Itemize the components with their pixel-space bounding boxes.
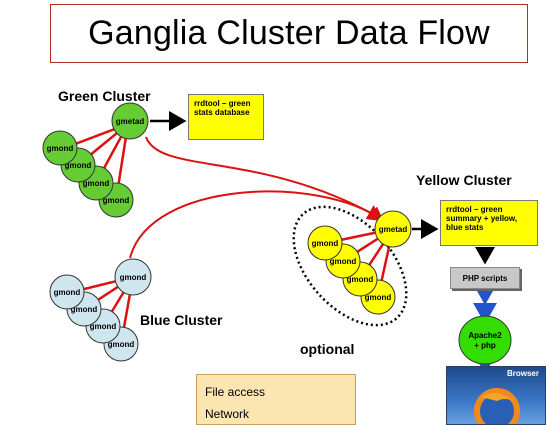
yellow-gmond-node: gmond <box>307 225 343 261</box>
svg-text:gmond: gmond <box>330 257 357 266</box>
legend: File access Network <box>196 374 356 425</box>
legend-network-label: Network <box>205 407 250 421</box>
svg-text:gmond: gmond <box>120 273 147 282</box>
svg-text:gmond: gmond <box>108 340 135 349</box>
optional-label: optional <box>300 341 355 357</box>
blue-gmond-node: gmond <box>114 258 152 296</box>
green-to-yellow-arrow <box>145 136 382 220</box>
svg-text:gmetad: gmetad <box>379 225 408 234</box>
svg-text:gmond: gmond <box>83 179 110 188</box>
apache-node: Apache2 + php <box>458 315 512 365</box>
svg-text:+ php: + php <box>474 341 496 350</box>
green-cluster-label: Green Cluster <box>58 88 151 104</box>
blue-gmond-node: gmond <box>49 274 85 310</box>
browser-panel: Browser <box>446 366 546 425</box>
svg-text:gmond: gmond <box>47 144 74 153</box>
green-gmond-node: gmond <box>42 130 78 166</box>
php-scripts-box: PHP scripts <box>450 267 520 289</box>
yellow-rrdtool-note: rrdtool – green summary + yellow, blue s… <box>440 200 538 246</box>
browser-label: Browser <box>506 369 539 378</box>
blue-cluster: gmond gmond gmond gmond gmond <box>49 258 152 362</box>
svg-text:gmond: gmond <box>312 239 339 248</box>
legend-file-access-label: File access <box>205 385 266 399</box>
svg-text:gmond: gmond <box>365 293 392 302</box>
svg-text:gmond: gmond <box>54 288 81 297</box>
green-rrdtool-note: rrdtool – green stats database <box>188 94 264 140</box>
svg-text:gmond: gmond <box>71 305 98 314</box>
title-box: Ganglia Cluster Data Flow <box>50 4 528 63</box>
green-gmetad-node: gmetad <box>111 102 149 140</box>
svg-text:gmond: gmond <box>90 322 117 331</box>
svg-text:gmond: gmond <box>65 161 92 170</box>
firefox-icon <box>474 388 520 424</box>
yellow-cluster: gmond gmond gmond gmond gmetad <box>307 210 412 315</box>
page-title: Ganglia Cluster Data Flow <box>88 14 490 52</box>
blue-to-yellow-arrow <box>129 190 384 259</box>
yellow-gmetad-node: gmetad <box>374 210 412 248</box>
svg-text:gmetad: gmetad <box>116 117 145 126</box>
svg-text:gmond: gmond <box>347 275 374 284</box>
green-cluster: gmond gmond gmond gmond gmetad <box>42 102 149 218</box>
blue-cluster-label: Blue Cluster <box>140 312 223 328</box>
yellow-cluster-label: Yellow Cluster <box>416 172 512 188</box>
svg-text:gmond: gmond <box>103 196 130 205</box>
svg-text:Apache2: Apache2 <box>468 331 502 340</box>
